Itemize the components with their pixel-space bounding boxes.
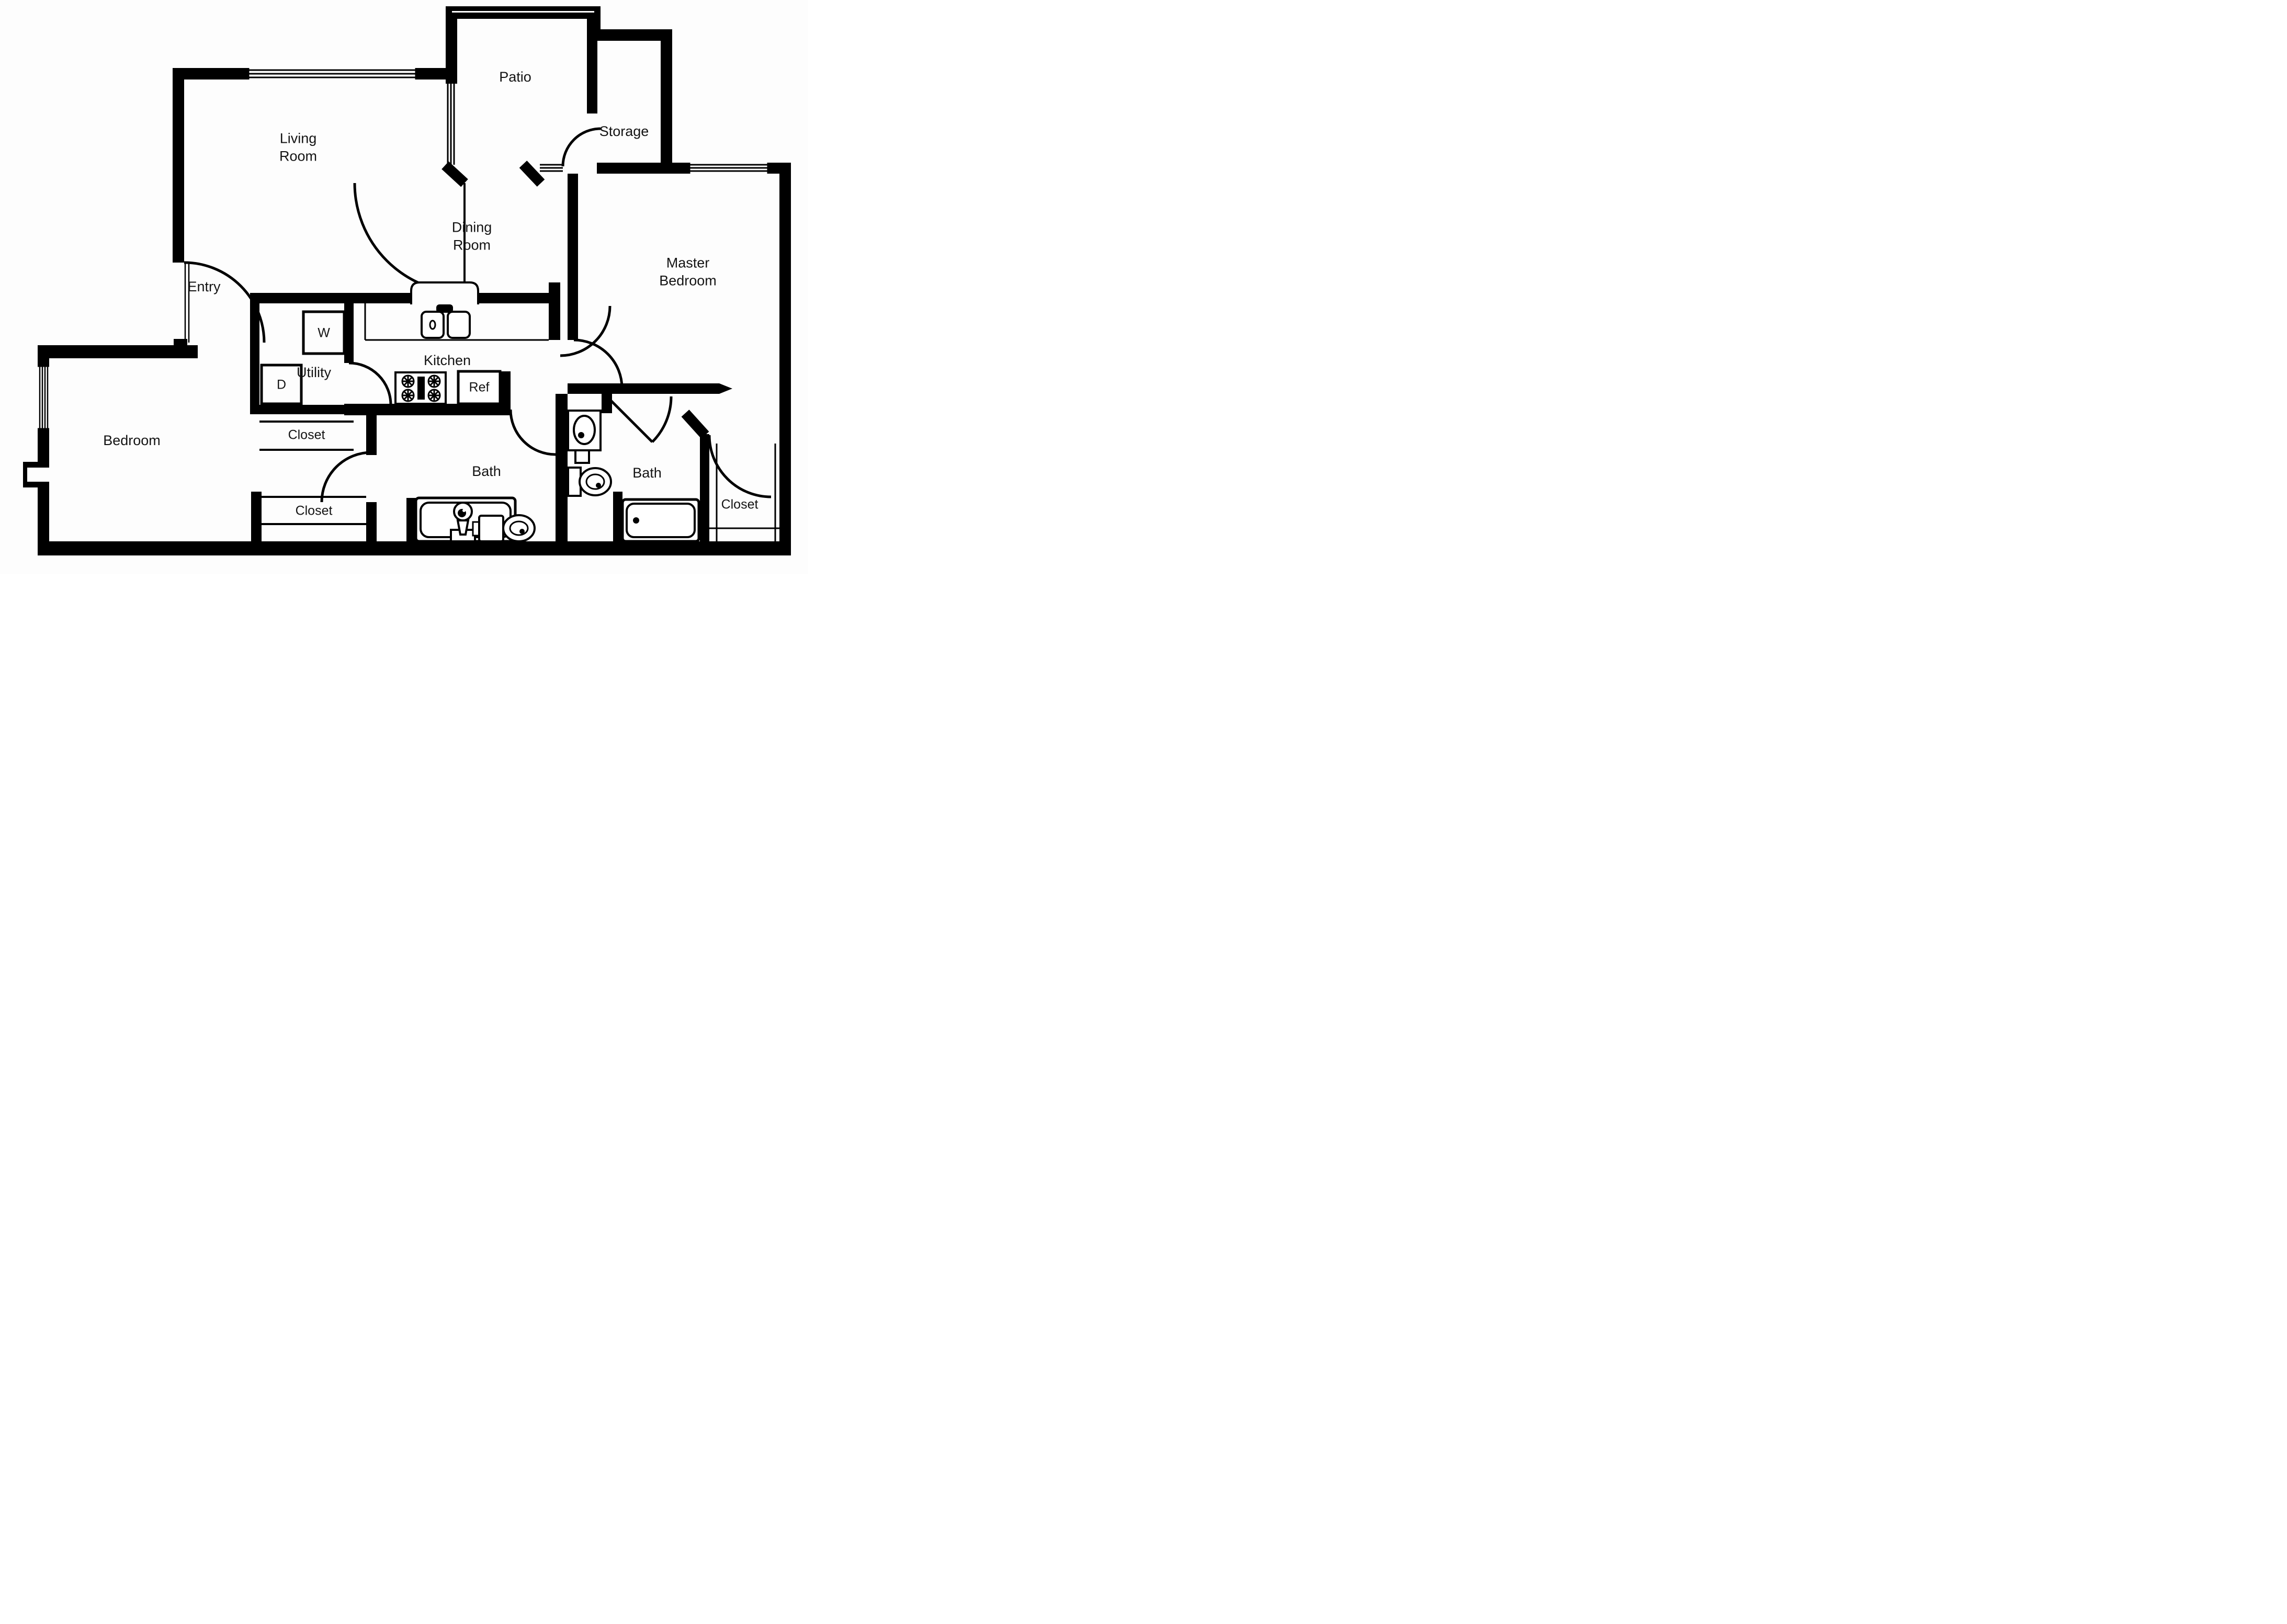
refrigerator-box <box>457 370 502 405</box>
bath-right-door <box>606 395 673 443</box>
wall-sink-icon <box>567 410 602 464</box>
entry-door <box>184 261 266 343</box>
dryer-box <box>260 364 303 405</box>
kitchen-sink-icon <box>421 304 471 339</box>
room-label-closet-utility: Closet <box>288 427 325 442</box>
living-room-window <box>247 68 417 80</box>
bath-left-west-door <box>320 451 372 503</box>
washer-box <box>302 310 346 355</box>
bathtub-right-icon <box>621 498 700 543</box>
appliance-label-washer: W <box>318 325 330 340</box>
appliance-label-refrigerator: Ref <box>469 380 490 395</box>
closet-shelves <box>259 421 779 541</box>
room-label-closet-master: Closet <box>721 497 758 512</box>
room-label-bath-right: Bath <box>632 465 662 481</box>
storage-door <box>561 127 601 167</box>
room-label-storage: Storage <box>599 123 649 140</box>
bedroom-window <box>38 365 49 430</box>
master-bedroom-door <box>573 338 624 389</box>
room-label-master-bedroom: Master Bedroom <box>659 255 717 288</box>
room-label-patio: Patio <box>499 69 531 85</box>
walkway-window <box>540 164 563 172</box>
utility-door <box>348 361 392 405</box>
room-label-bath-left: Bath <box>472 463 501 480</box>
toilet-right-icon <box>567 467 612 497</box>
room-label-bedroom: Bedroom <box>103 433 161 449</box>
patio-window <box>447 84 455 165</box>
room-label-living-room: Living Room <box>279 130 318 164</box>
stove-icon <box>394 371 447 405</box>
room-label-utility: Utility <box>297 365 331 381</box>
master-closet-shelf <box>709 444 779 541</box>
bath-left-north-door <box>509 409 556 456</box>
floorplan-page: Living Room Patio Storage Dining Room Ma… <box>0 0 808 574</box>
floorplan-drawing <box>23 6 791 555</box>
master-bedroom-window <box>688 163 769 174</box>
walls <box>23 6 791 555</box>
bedroom-closet-shelf <box>262 496 366 525</box>
room-label-closet-bedroom: Closet <box>295 503 333 518</box>
master-closet-door <box>708 435 772 498</box>
room-label-kitchen: Kitchen <box>423 353 471 369</box>
diagonal-jambs <box>441 161 709 439</box>
room-label-dining-room: Dining Room <box>451 219 492 253</box>
toilet-left-icon <box>472 514 536 542</box>
hallway-door <box>560 305 612 357</box>
kitchen-counter <box>364 281 549 341</box>
utility-closet-shelf <box>259 421 354 451</box>
windows <box>38 68 769 430</box>
doors <box>184 127 772 503</box>
appliance-label-dryer: D <box>276 377 287 392</box>
room-label-entry: Entry <box>187 279 221 295</box>
